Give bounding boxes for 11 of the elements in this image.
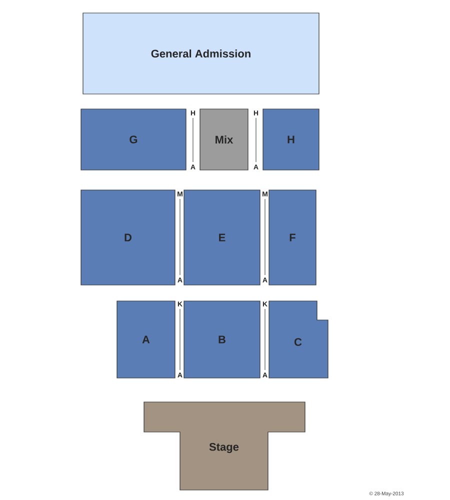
general-admission-area: General Admission [82, 12, 320, 94]
seating-section: E [184, 190, 260, 286]
seating-section: H [262, 108, 320, 170]
stage-area: Stage [144, 402, 306, 490]
seating-section: G [80, 108, 186, 170]
seating-section: F [268, 190, 316, 286]
seating-section: A [116, 300, 176, 378]
mix-booth: Mix [200, 108, 248, 170]
seating-section: D [80, 190, 176, 286]
seating-section: C [268, 300, 328, 378]
seating-section: B [184, 300, 260, 378]
